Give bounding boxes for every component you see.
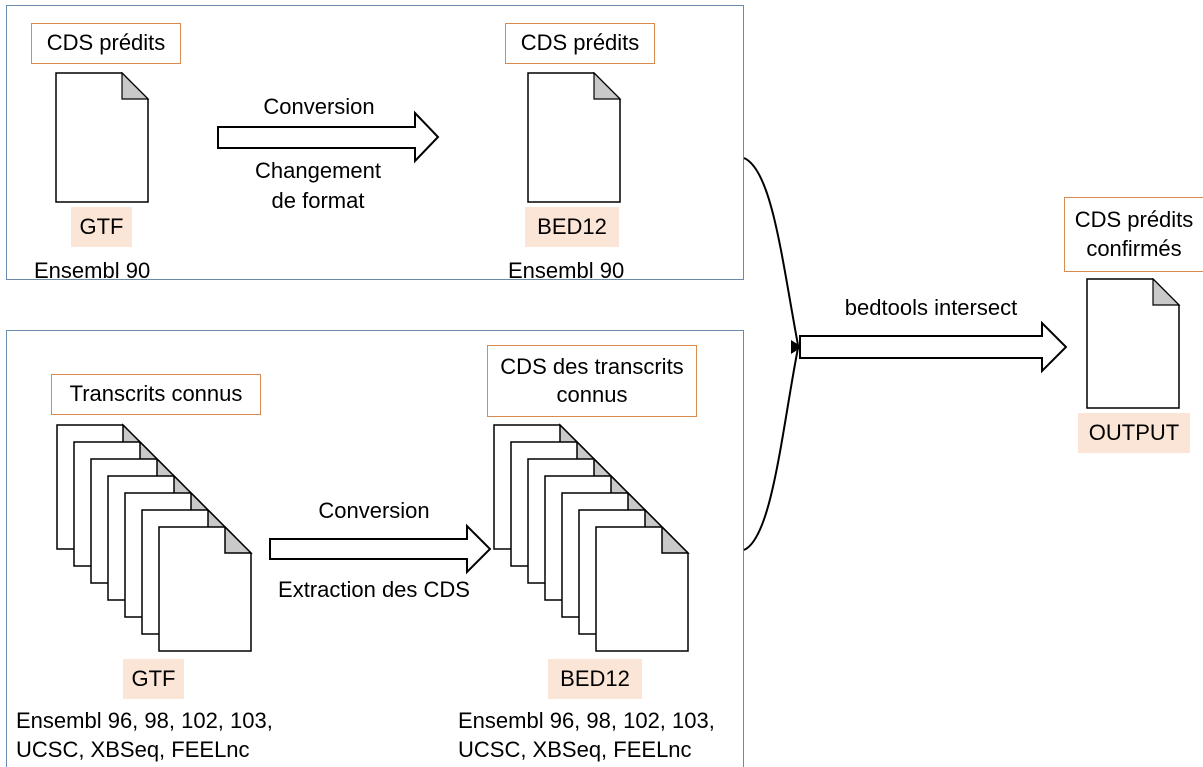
format-badge-bed12: BED12 (525, 207, 619, 247)
merge-arrowhead (791, 340, 802, 354)
result-label-confirmed-cds: CDS prédits confirmés (1064, 197, 1203, 272)
step-title-conversion: Conversion (263, 94, 375, 119)
output-source-ensembl-90: Ensembl 90 (508, 258, 625, 283)
step-detail-line1: Changement (255, 158, 381, 183)
conversion-arrow-bottom (269, 523, 492, 575)
step-detail-line2: de format (271, 188, 365, 213)
known-cds-document-stack-icon (493, 423, 690, 652)
input-source-line2: UCSC, XBSeq, FEELnc (16, 737, 250, 762)
bed12-document-icon (527, 72, 622, 203)
output-source-line1: Ensembl 96, 98, 102, 103, (458, 708, 715, 733)
output-label-known-cds-line1: CDS des transcrits connus (487, 345, 697, 417)
output-label-text-line2: connus (556, 382, 628, 407)
merge-connector-bottom (743, 347, 799, 551)
source-ensembl-90: Ensembl 90 (34, 258, 151, 283)
format-badge-gtf-known: GTF (123, 659, 184, 699)
step-title-conversion-bottom: Conversion (318, 498, 430, 523)
input-label-predicted-cds: CDS prédits (31, 23, 181, 64)
tool-label-bedtools-intersect: bedtools intersect (844, 295, 1018, 320)
input-label-known-transcripts: Transcrits connus (51, 374, 261, 415)
result-label-line1: CDS prédits (1074, 207, 1194, 233)
conversion-arrow-top (217, 110, 440, 164)
output-label-text-line1: CDS des transcrits (500, 353, 684, 379)
transcripts-document-stack-icon (56, 423, 253, 652)
intersect-arrow (799, 320, 1068, 374)
format-badge-gtf: GTF (71, 207, 132, 247)
input-source-line1: Ensembl 96, 98, 102, 103, (16, 708, 273, 733)
step-detail-extraction: Extraction des CDS (278, 577, 470, 602)
output-source-line2: UCSC, XBSeq, FEELnc (458, 737, 692, 762)
output-label-predicted-cds: CDS prédits (505, 23, 655, 64)
format-badge-output: OUTPUT (1078, 413, 1190, 453)
gtf-document-icon (55, 72, 150, 203)
output-document-icon (1086, 278, 1181, 409)
result-label-line2: confirmés (1086, 235, 1182, 261)
merge-connector-top (743, 157, 799, 346)
format-badge-bed12-known: BED12 (548, 659, 642, 699)
